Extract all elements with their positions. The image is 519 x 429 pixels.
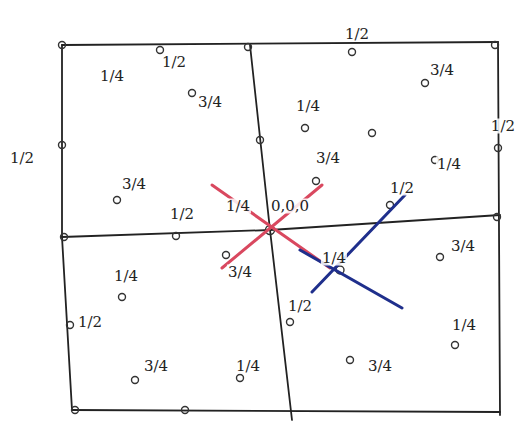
grid-line [498, 42, 500, 415]
height-label: 1/2 [344, 27, 370, 42]
height-label: 1/2 [169, 207, 195, 222]
grid-line [62, 45, 72, 410]
height-label: 1/2 [287, 299, 313, 314]
grid-lines [62, 42, 500, 420]
height-label: 1/4 [225, 199, 251, 214]
height-label: 1/2 [490, 119, 516, 134]
height-label: 1/2 [389, 181, 415, 196]
grid-line [62, 42, 498, 45]
height-label: 3/4 [197, 95, 223, 110]
blue-axis [300, 250, 402, 308]
height-label: 3/4 [143, 359, 169, 374]
height-label: 1/4 [321, 251, 347, 266]
height-label: 1/4 [295, 99, 321, 114]
height-label: 1/4 [451, 318, 477, 333]
height-label: 3/4 [367, 359, 393, 374]
height-label: 1/2 [161, 55, 187, 70]
height-label: 3/4 [429, 63, 455, 78]
atom-circles [59, 42, 502, 414]
height-label: 1/4 [113, 269, 139, 284]
height-label: 1/2 [9, 151, 35, 166]
height-label: 1/4 [99, 69, 125, 84]
height-label: 1/2 [77, 315, 103, 330]
blue-axis [312, 195, 405, 292]
height-label: 1/4 [436, 157, 462, 172]
height-label: 0,0,0 [270, 199, 310, 214]
height-label: 3/4 [315, 151, 341, 166]
height-label: 1/4 [235, 359, 261, 374]
height-label: 3/4 [227, 265, 253, 280]
height-label: 3/4 [450, 239, 476, 254]
height-label: 3/4 [121, 177, 147, 192]
blue-cross [300, 195, 405, 308]
grid-line [72, 410, 500, 412]
